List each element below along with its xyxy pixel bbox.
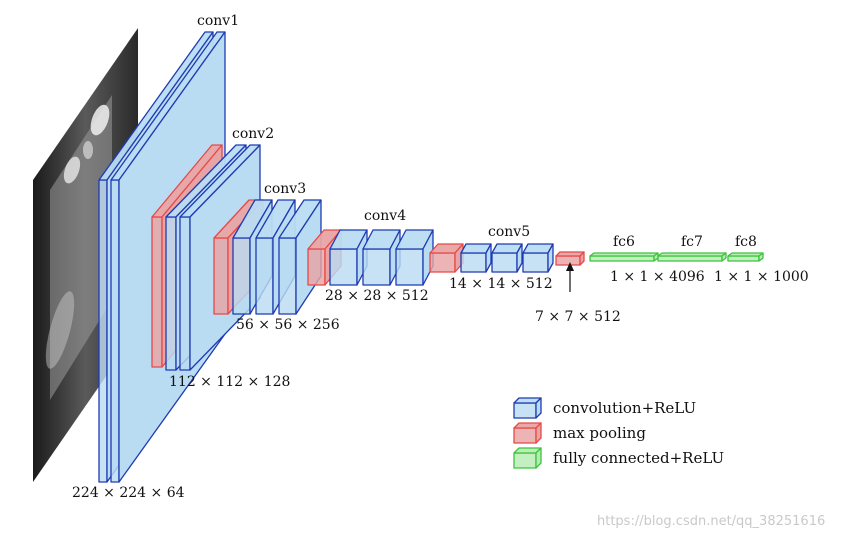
conv4-label: conv4 bbox=[364, 208, 406, 224]
fc8-label: fc8 bbox=[735, 234, 757, 250]
fc7-block bbox=[657, 252, 727, 262]
conv5-dims: 14 × 14 × 512 bbox=[449, 276, 553, 292]
pool5-arrow bbox=[566, 262, 574, 292]
pool4-block bbox=[429, 243, 464, 273]
legend-pool-swatch bbox=[513, 422, 542, 444]
fc6-dims: 1 × 1 × 4096 bbox=[610, 269, 705, 285]
fc8-dims: 1 × 1 × 1000 bbox=[714, 269, 809, 285]
conv4-block-1 bbox=[329, 229, 368, 286]
conv3-label: conv3 bbox=[264, 181, 306, 197]
conv4-block-2 bbox=[362, 229, 401, 286]
pool5-dims: 7 × 7 × 512 bbox=[535, 309, 621, 325]
conv5-block-2 bbox=[491, 243, 523, 273]
fc6-block bbox=[589, 252, 659, 262]
conv5-block-3 bbox=[522, 243, 554, 273]
legend: convolution+ReLU max pooling fully conne… bbox=[513, 397, 724, 469]
fc7-label: fc7 bbox=[681, 234, 703, 250]
conv1-dims: 224 × 224 × 64 bbox=[72, 485, 185, 501]
conv2-dims: 112 × 112 × 128 bbox=[169, 374, 290, 390]
watermark: https://blog.csdn.net/qq_38251616 bbox=[597, 514, 825, 529]
pool5-block bbox=[555, 251, 585, 266]
legend-fc-swatch bbox=[513, 447, 542, 469]
legend-pool-label: max pooling bbox=[553, 424, 646, 442]
input-image bbox=[33, 28, 138, 482]
legend-fc-label: fully connected+ReLU bbox=[553, 449, 724, 467]
conv3-dims: 56 × 56 × 256 bbox=[236, 317, 340, 333]
fc6-label: fc6 bbox=[613, 234, 635, 250]
conv5-label: conv5 bbox=[488, 224, 530, 240]
conv5-block-1 bbox=[460, 243, 492, 273]
legend-conv-swatch bbox=[513, 397, 542, 419]
conv4-dims: 28 × 28 × 512 bbox=[325, 288, 429, 304]
conv2-label: conv2 bbox=[232, 126, 274, 142]
fc8-block bbox=[727, 252, 764, 262]
conv4-block-3 bbox=[395, 229, 434, 286]
conv1-label: conv1 bbox=[197, 13, 239, 29]
legend-conv-label: convolution+ReLU bbox=[553, 399, 696, 417]
